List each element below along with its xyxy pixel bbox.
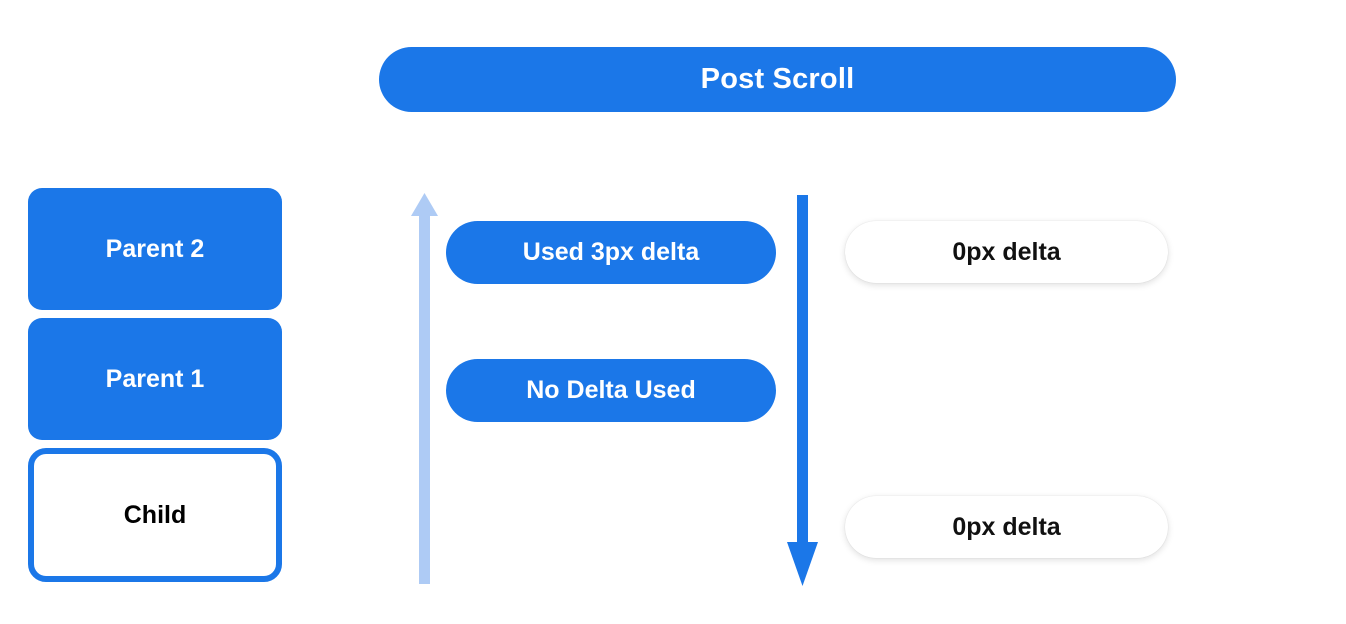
stack-box-parent-2-label: Parent 2	[105, 234, 205, 263]
stack-box-parent-2: Parent 2	[28, 188, 282, 310]
pill-zero-delta-bottom-label: 0px delta	[952, 512, 1061, 541]
pill-zero-delta-top-label: 0px delta	[952, 237, 1061, 266]
pill-used-3px-delta: Used 3px delta	[446, 221, 776, 284]
scroll-consumption-down-arrow	[787, 195, 818, 586]
nested-scroll-stack: Parent 2 Parent 1 Child	[28, 188, 282, 582]
pill-no-delta-used-label: No Delta Used	[526, 376, 696, 404]
stack-box-parent-1: Parent 1	[28, 318, 282, 440]
stack-box-parent-1-label: Parent 1	[105, 364, 205, 393]
pill-used-3px-delta-label: Used 3px delta	[522, 238, 700, 266]
pill-zero-delta-top: 0px delta	[845, 221, 1168, 283]
pill-zero-delta-bottom: 0px delta	[845, 496, 1168, 558]
header-title: Post Scroll	[700, 63, 855, 95]
pill-no-delta-used: No Delta Used	[446, 359, 776, 422]
post-scroll-header-banner: Post Scroll	[379, 47, 1176, 112]
scroll-propagation-up-arrow	[411, 193, 438, 584]
stack-box-child: Child	[28, 448, 282, 582]
stack-box-child-label: Child	[123, 500, 187, 529]
